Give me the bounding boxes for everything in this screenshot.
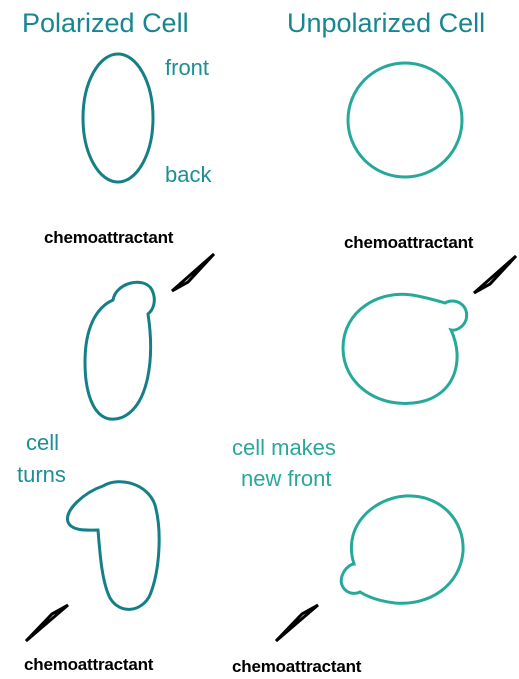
unpolarized-cell-bleb [343, 294, 467, 403]
polarized-cell-resting [83, 54, 153, 182]
chemoattractant-arrowhead-3 [26, 605, 68, 641]
unpolarized-cell-new-front [341, 496, 463, 603]
chemoattractant-arrowhead-4 [276, 605, 318, 641]
polarized-cell-protrusion [85, 282, 154, 419]
chemoattractant-arrowhead-1 [172, 254, 214, 291]
unpolarized-cell-resting [348, 63, 462, 177]
chemoattractant-arrowhead-2 [474, 256, 516, 293]
polarized-cell-turning [68, 482, 160, 610]
